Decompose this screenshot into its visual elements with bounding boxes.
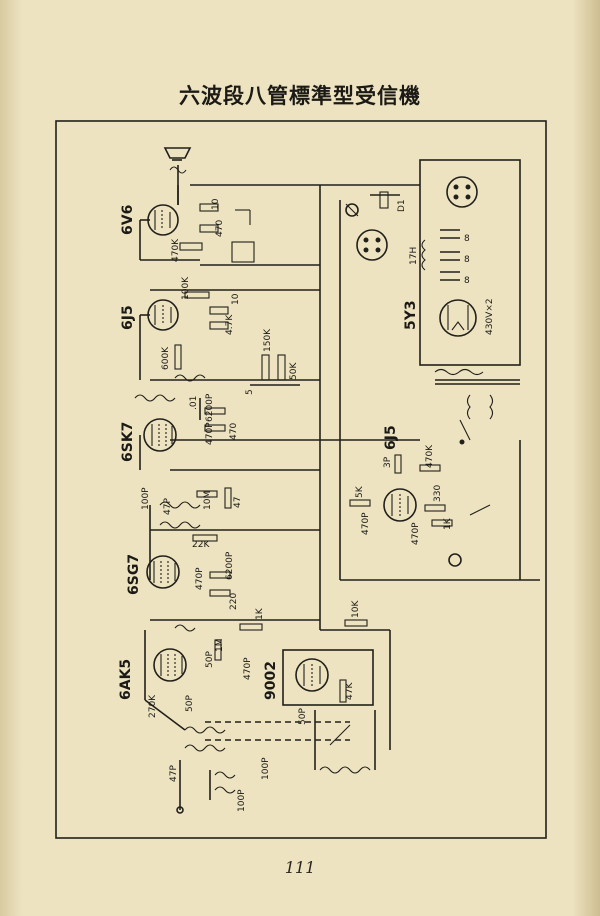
comp-label: 10M — [203, 491, 213, 510]
tube-9002 — [295, 658, 329, 692]
comp-label: 100P — [141, 487, 151, 510]
page-title: 六波段八管標準型受信機 — [179, 84, 421, 108]
tube-6sg7 — [146, 555, 180, 589]
label-6j5-bfo: 6J5 — [383, 425, 399, 450]
comp-label: 50K — [289, 362, 299, 380]
pilot-lamp-icon — [345, 203, 359, 217]
comp-label: 1K — [255, 607, 265, 620]
comp-label: 47P — [163, 498, 173, 515]
socket-right-icon — [446, 176, 478, 208]
tube-5y3 — [439, 299, 477, 337]
comp-label: 6200P — [225, 551, 235, 580]
power-transformer-icon — [434, 368, 520, 420]
comp-label: 8 — [464, 234, 470, 244]
comp-label: D1 — [397, 199, 407, 212]
schematic-frame — [55, 120, 547, 839]
page-number: 111 — [284, 858, 316, 877]
comp-label: 470P — [411, 522, 421, 545]
comp-label: 470P — [205, 422, 215, 445]
comp-label: 270K — [148, 694, 158, 718]
comp-label: 5K — [355, 485, 365, 498]
comp-label: 6200P — [205, 393, 215, 422]
label-6j5-audio: 6J5 — [120, 305, 136, 330]
comp-label: 100K — [181, 276, 191, 300]
comp-label: 10 — [231, 293, 241, 305]
comp-label: 470 — [215, 220, 225, 237]
tube-6j5-bfo — [383, 488, 417, 522]
comp-label: 47K — [345, 682, 355, 700]
label-6sk7: 6SK7 — [120, 422, 136, 462]
comp-label: 100P — [237, 789, 247, 812]
tube-6sk7 — [143, 418, 177, 452]
label-5y3: 5Y3 — [403, 300, 419, 330]
comp-label: 50P — [205, 651, 215, 668]
comp-label: 5 — [245, 389, 255, 395]
comp-label: 10K — [351, 600, 361, 618]
comp-label: 220 — [229, 593, 239, 610]
comp-label: 470K — [425, 444, 435, 468]
label-6v6: 6V6 — [120, 205, 136, 235]
comp-label: 470P — [361, 512, 371, 535]
comp-label: 470 — [229, 423, 239, 440]
comp-label: 47 — [233, 497, 243, 508]
comp-label: 8 — [464, 276, 470, 286]
comp-label: 470P — [243, 657, 253, 680]
comp-label: 8 — [464, 255, 470, 265]
comp-label: 470P — [195, 567, 205, 590]
comp-label: 470K — [171, 238, 181, 262]
socket-left-icon — [356, 229, 388, 261]
tube-6ak5 — [153, 648, 187, 682]
comp-label: 4.7K — [225, 314, 235, 335]
comp-label: 600K — [161, 346, 171, 370]
comp-label: 50P — [185, 695, 195, 712]
label-9002: 9002 — [263, 661, 279, 700]
comp-label: .01 — [189, 396, 199, 410]
comp-label: 100P — [261, 757, 271, 780]
comp-label: 1K — [443, 517, 453, 530]
comp-label: 330 — [433, 485, 443, 502]
comp-label: 3P — [383, 456, 393, 468]
comp-label: 430V×2 — [485, 298, 495, 335]
comp-label: 1M — [215, 639, 225, 653]
comp-label: 22K — [192, 540, 210, 550]
comp-label: 50P — [298, 708, 308, 725]
comp-label: 10 — [211, 198, 221, 210]
label-6ak5: 6AK5 — [118, 659, 134, 700]
comp-label: 47P — [169, 765, 179, 782]
label-6sg7: 6SG7 — [126, 554, 142, 595]
comp-label: 150K — [263, 328, 273, 352]
comp-label: 17H — [409, 247, 419, 265]
